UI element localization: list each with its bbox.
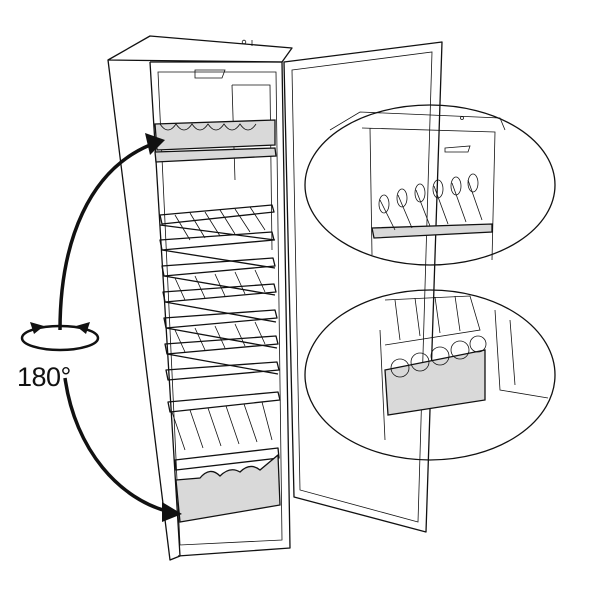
fridge-cabinet bbox=[107, 35, 293, 561]
icon-controls bbox=[241, 39, 253, 46]
detail-view-bottom-drawer-bottles bbox=[304, 289, 556, 461]
rotation-angle-label: 180° bbox=[17, 362, 71, 392]
wire-shelves bbox=[159, 204, 281, 451]
rotation-arrow bbox=[20, 133, 182, 522]
top-bottle-holder bbox=[154, 119, 277, 163]
fridge-door bbox=[283, 41, 443, 533]
bottom-drawer bbox=[174, 447, 281, 523]
detail-view-top-shelf-bottles bbox=[304, 104, 556, 266]
